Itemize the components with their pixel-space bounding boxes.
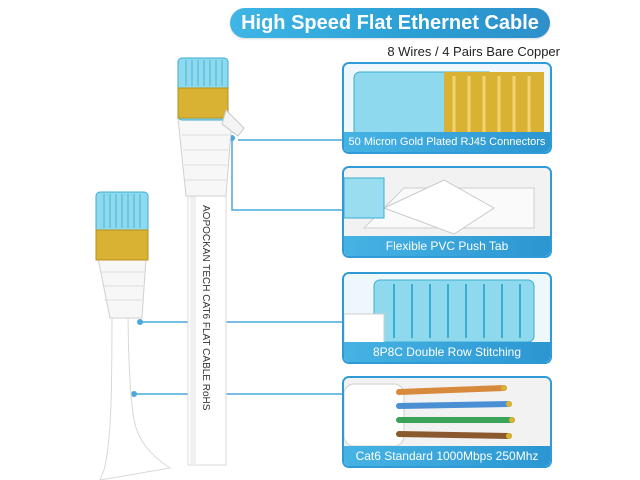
feature-panel-wires: Cat6 Standard 1000Mbps 250Mhz <box>342 376 552 468</box>
feature-panel-push-tab: Flexible PVC Push Tab <box>342 166 552 258</box>
feature-caption: 50 Micron Gold Plated RJ45 Connectors <box>344 132 550 152</box>
title-banner: High Speed Flat Ethernet Cable <box>230 8 550 38</box>
feature-panel-gold-connector: 50 Micron Gold Plated RJ45 Connectors <box>342 62 552 154</box>
feature-panel-stitching: 8P8C Double Row Stitching <box>342 272 552 364</box>
feature-caption: Flexible PVC Push Tab <box>344 236 550 256</box>
leader-lines <box>134 138 345 395</box>
left-cable <box>95 191 172 480</box>
banner-subtitle: 8 Wires / 4 Pairs Bare Copper <box>387 44 560 59</box>
right-cable: AOPOCKAN TECH CAT6 FLAT CABLE RoHS <box>177 57 245 466</box>
banner-title: High Speed Flat Ethernet Cable <box>241 11 539 34</box>
feature-caption: Cat6 Standard 1000Mbps 250Mhz <box>344 446 550 466</box>
cable-print-text: AOPOCKAN TECH CAT6 FLAT CABLE RoHS <box>200 205 211 411</box>
feature-caption: 8P8C Double Row Stitching <box>344 342 550 362</box>
